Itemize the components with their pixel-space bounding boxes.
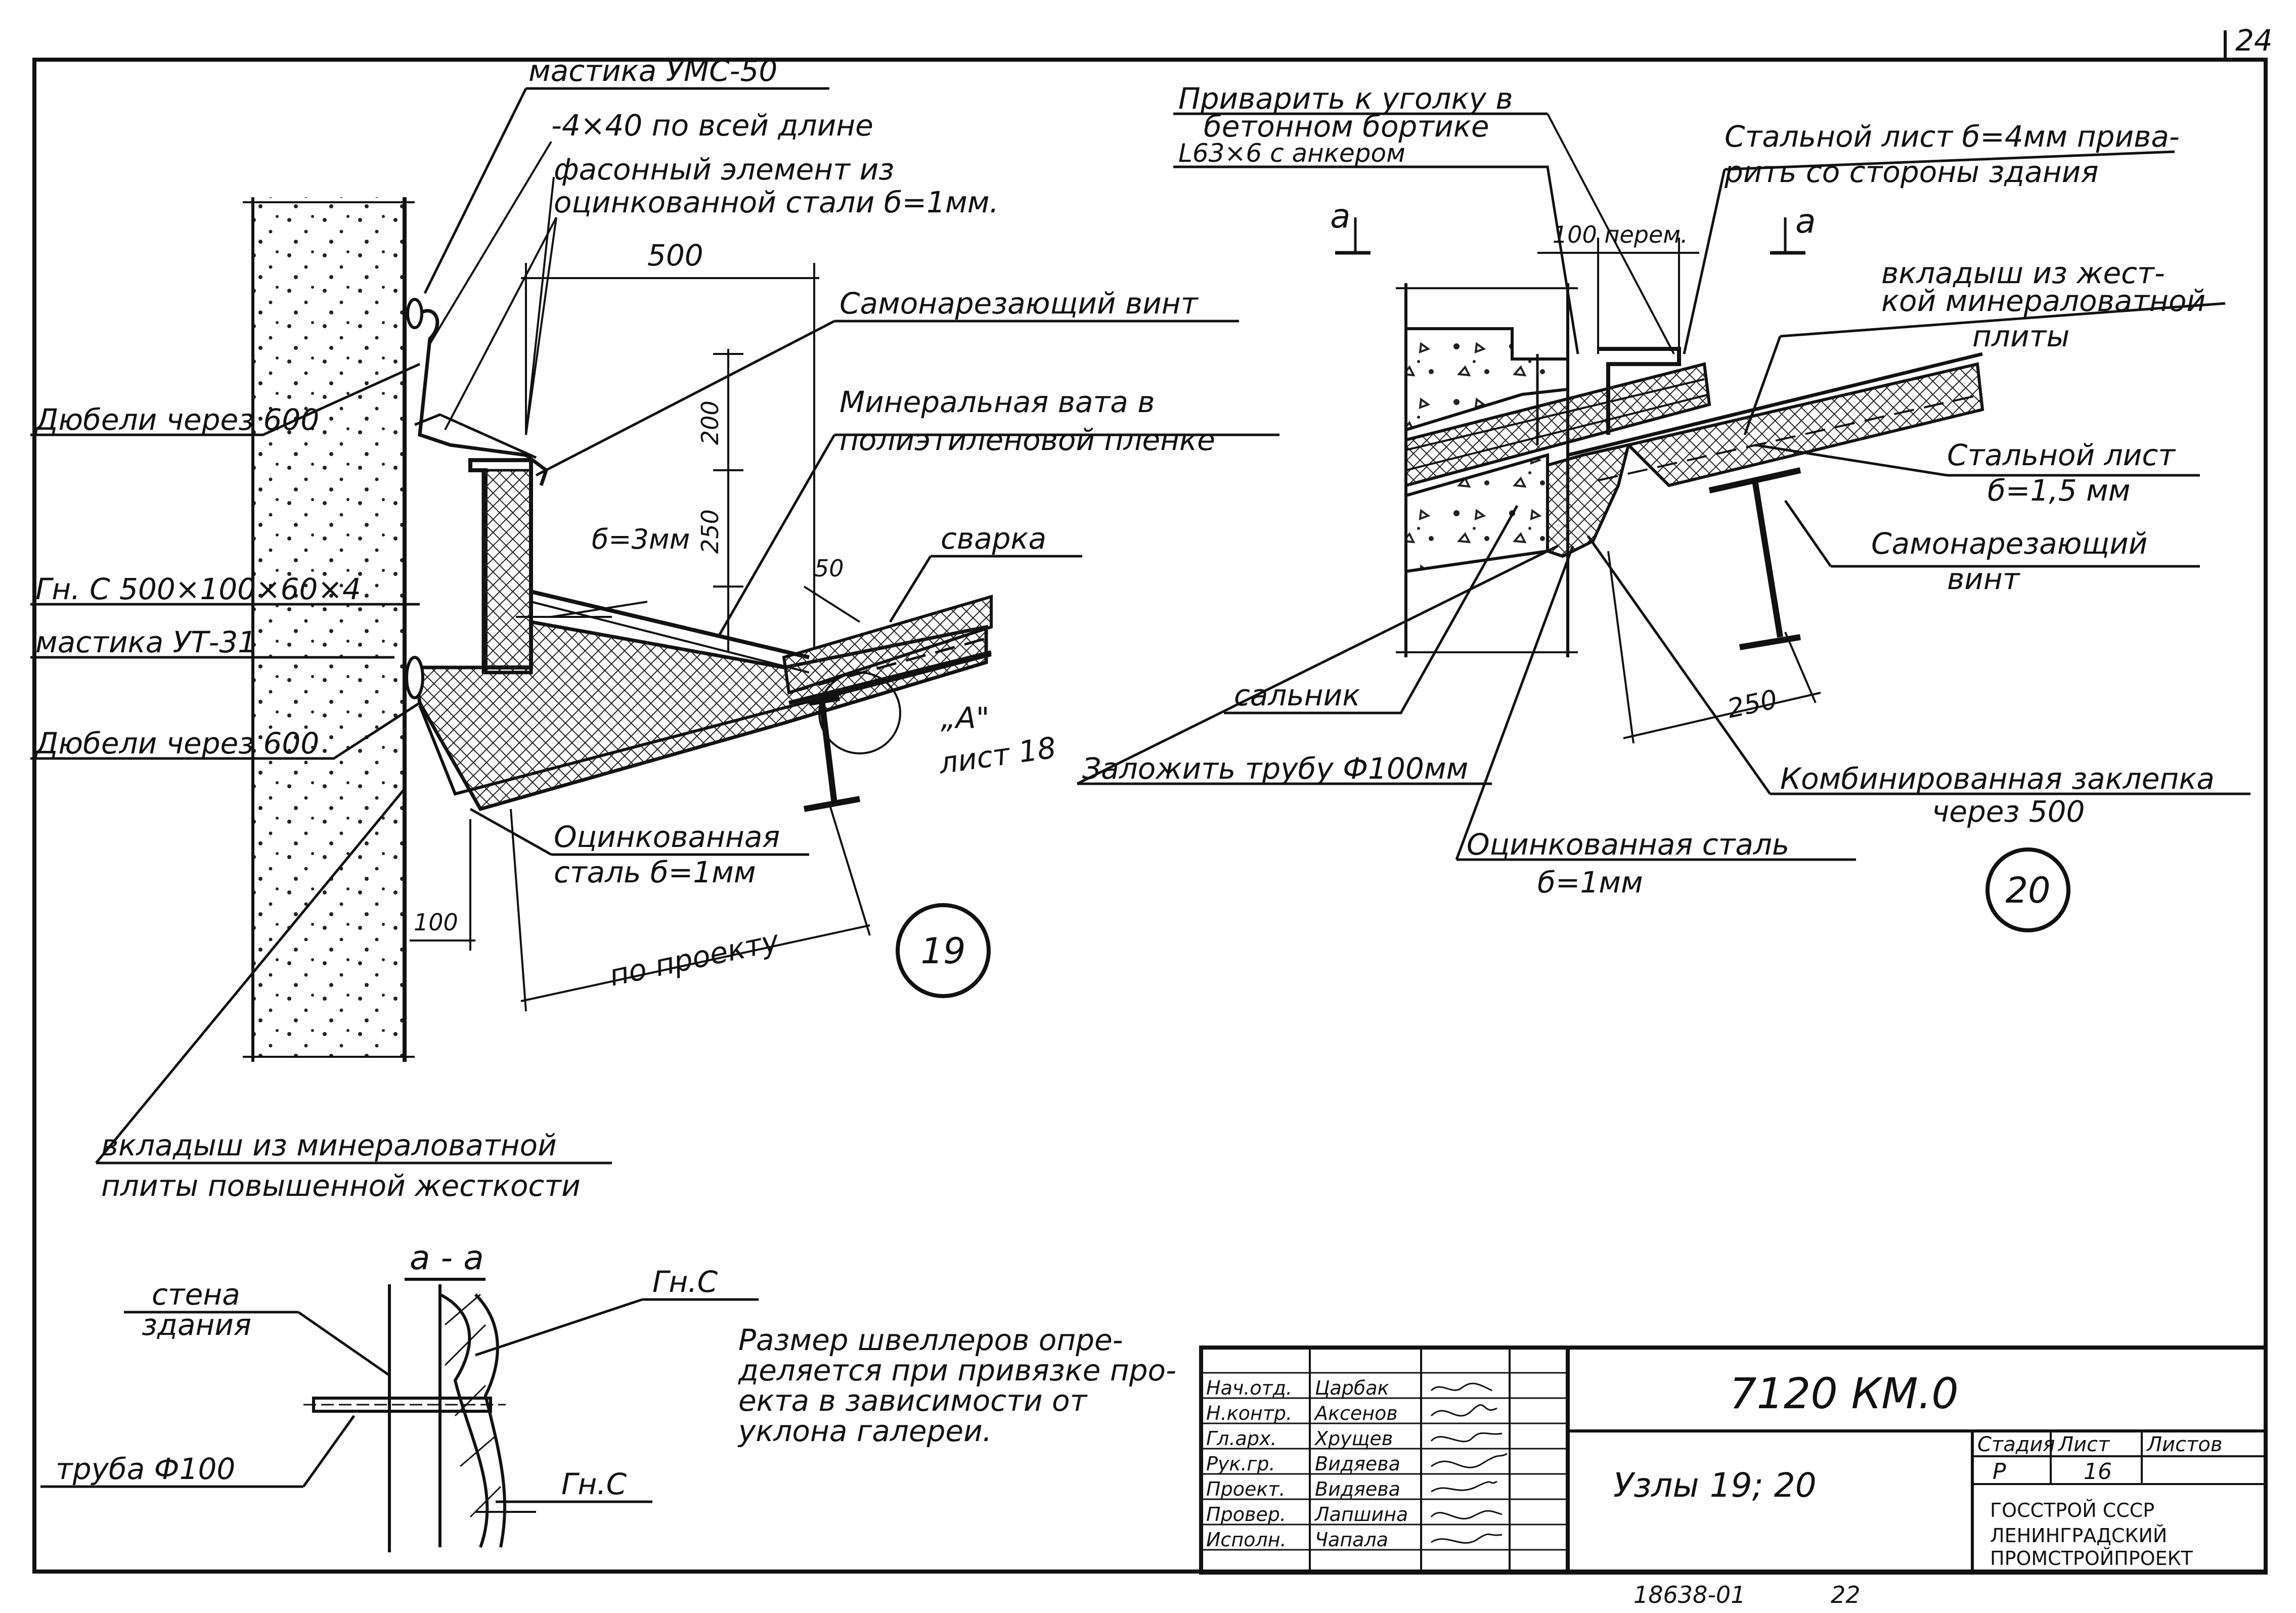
- label-screw-19: Самонарезающий винт: [840, 286, 1199, 321]
- role-6: Исполн.: [1206, 1529, 1287, 1551]
- org-line-3: ПРОМСТРОЙПРОЕКТ: [1990, 1547, 2193, 1570]
- label-rivet-1: Комбинированная заклепка: [1780, 761, 2215, 796]
- label-rivet-2: через 500: [1932, 794, 2085, 829]
- stage-value: Р: [1993, 1459, 2006, 1485]
- drawing-code: 7120 КМ.0: [1730, 1369, 1959, 1418]
- dim-100: 100: [414, 909, 458, 936]
- roof-panel: [1625, 362, 1984, 487]
- label-steel-2: б=1,5 мм: [1988, 473, 2131, 508]
- label-gn-c-lower: Гн.С: [561, 1467, 627, 1501]
- dim-500: 500: [647, 238, 703, 273]
- section-a-a: [40, 1278, 759, 1552]
- label-steel-1: Стальной лист: [1947, 438, 2176, 472]
- label-sheet-18: лист 18: [936, 730, 1058, 781]
- label-mastic-ut31: мастика УТ-31: [35, 625, 256, 659]
- drawing-title: Узлы 19; 20: [1613, 1466, 1817, 1505]
- role-5: Провер.: [1206, 1503, 1286, 1526]
- label-galv-19-2: сталь б=1мм: [554, 855, 756, 889]
- label-delta3: б=3мм: [592, 523, 690, 555]
- dim-100-perem: 100 перем.: [1553, 221, 1688, 248]
- label-galv-20-2: б=1мм: [1537, 865, 1643, 900]
- label-insert-20-3: плиты: [1972, 319, 2069, 353]
- label-wool-1: Минеральная вата в: [840, 385, 1155, 419]
- node-20-marker: [1985, 847, 2070, 932]
- node-19-marker: [896, 903, 991, 998]
- wall-section: [253, 197, 405, 1062]
- label-shaped-1: фасонный элемент из: [554, 152, 894, 187]
- name-5: Лапшина: [1314, 1503, 1408, 1526]
- name-1: Аксенов: [1313, 1402, 1398, 1424]
- role-4: Проект.: [1206, 1478, 1286, 1500]
- note-line-3: екта в зависимости от: [738, 1383, 1088, 1418]
- sheet-value: 16: [2084, 1459, 2112, 1485]
- org-line-1: ГОССТРОЙ СССР: [1990, 1499, 2154, 1521]
- label-weld-3: L63×6 с анкером: [1178, 139, 1405, 168]
- node-19-number: 19: [920, 930, 965, 972]
- label-mastic-ums50: мастика УМС-50: [528, 54, 777, 88]
- dim-50: 50: [814, 555, 844, 582]
- footer-page: 22: [1831, 1581, 1861, 1608]
- node-19-detail: [30, 87, 1279, 1164]
- label-wool-2: полиэтиленовой пленке: [840, 423, 1215, 457]
- label-plate-2: рить со стороны здания: [1724, 155, 2098, 189]
- role-1: Н.контр.: [1206, 1402, 1292, 1424]
- label-pipe-lay: Заложить трубу Ф100мм: [1082, 751, 1468, 786]
- label-salnik: сальник: [1234, 678, 1360, 712]
- sheets-header: Листов: [2146, 1433, 2222, 1456]
- role-3: Рук.гр.: [1206, 1453, 1275, 1475]
- org-line-2: ЛЕНИНГРАДСКИЙ: [1990, 1525, 2167, 1547]
- stage-header: Стадия: [1977, 1433, 2055, 1456]
- section-mark-left: а: [1330, 197, 1350, 236]
- page-number: 24: [2235, 23, 2273, 58]
- label-pipe-f100: труба Ф100: [56, 1452, 235, 1486]
- label-dowels-1: Дюбели через 600: [34, 402, 319, 437]
- dim-250-vertical: 250: [696, 509, 724, 554]
- role-2: Гл.арх.: [1206, 1427, 1277, 1450]
- label-po-proektu: по проекту: [606, 923, 782, 993]
- dim-200: 200: [696, 400, 724, 445]
- title-block: [1199, 1346, 2268, 1575]
- label-callout-a: „А": [941, 701, 989, 735]
- label-galv-19-1: Оцинкованная: [554, 820, 780, 854]
- label-weld-2: бетонном бортике: [1204, 109, 1489, 144]
- note-line-4: уклона галереи.: [737, 1414, 992, 1448]
- label-strip: -4×40 по всей длине: [551, 108, 873, 143]
- label-insert-19-2: плиты повышенной жесткости: [101, 1169, 581, 1203]
- name-4: Видяева: [1315, 1478, 1400, 1500]
- footer-number: 18638-01: [1633, 1581, 1745, 1608]
- role-0: Нач.отд.: [1206, 1377, 1292, 1399]
- label-insert-20-2: кой минераловатной: [1881, 284, 2205, 318]
- section-mark-right: а: [1795, 202, 1816, 241]
- label-plate-1: Стальной лист б=4мм прива-: [1725, 119, 2180, 154]
- label-wall-1: стена: [152, 1277, 240, 1312]
- node-20-number: 20: [2005, 870, 2050, 911]
- label-wall-2: здания: [142, 1308, 251, 1342]
- note-line-1: Размер швеллеров опре-: [738, 1323, 1123, 1357]
- dim-250: 250: [1725, 684, 1780, 724]
- section-a-a-title: а - а: [410, 1238, 484, 1277]
- label-gn-c: Гн. С 500×100×60×4: [35, 572, 361, 606]
- label-insert-19-1: вкладыш из минераловатной: [101, 1128, 557, 1162]
- label-weld-1: Приварить к уголку в: [1178, 81, 1513, 116]
- name-6: Чапала: [1315, 1529, 1388, 1551]
- node-20-detail: [1076, 112, 2250, 932]
- label-svarka: сварка: [941, 521, 1046, 556]
- label-galv-20-1: Оцинкованная сталь: [1467, 827, 1789, 862]
- name-2: Хрущев: [1314, 1427, 1393, 1450]
- label-insert-20-1: вкладыш из жест-: [1881, 256, 2165, 290]
- label-shaped-2: оцинкованной стали б=1мм.: [554, 185, 999, 219]
- label-screw-20-1: Самонарезающий: [1871, 526, 2147, 561]
- label-gn-c-upper: Гн.С: [652, 1265, 718, 1299]
- sheet-header: Лист: [2057, 1433, 2110, 1456]
- label-screw-20-2: винт: [1947, 562, 2021, 596]
- note-line-2: деляется при привязке про-: [738, 1353, 1176, 1387]
- drawing-frame: [32, 58, 2268, 1574]
- name-0: Царбак: [1315, 1377, 1389, 1399]
- label-dowels-2: Дюбели через 600: [34, 726, 319, 760]
- name-3: Видяева: [1315, 1453, 1400, 1475]
